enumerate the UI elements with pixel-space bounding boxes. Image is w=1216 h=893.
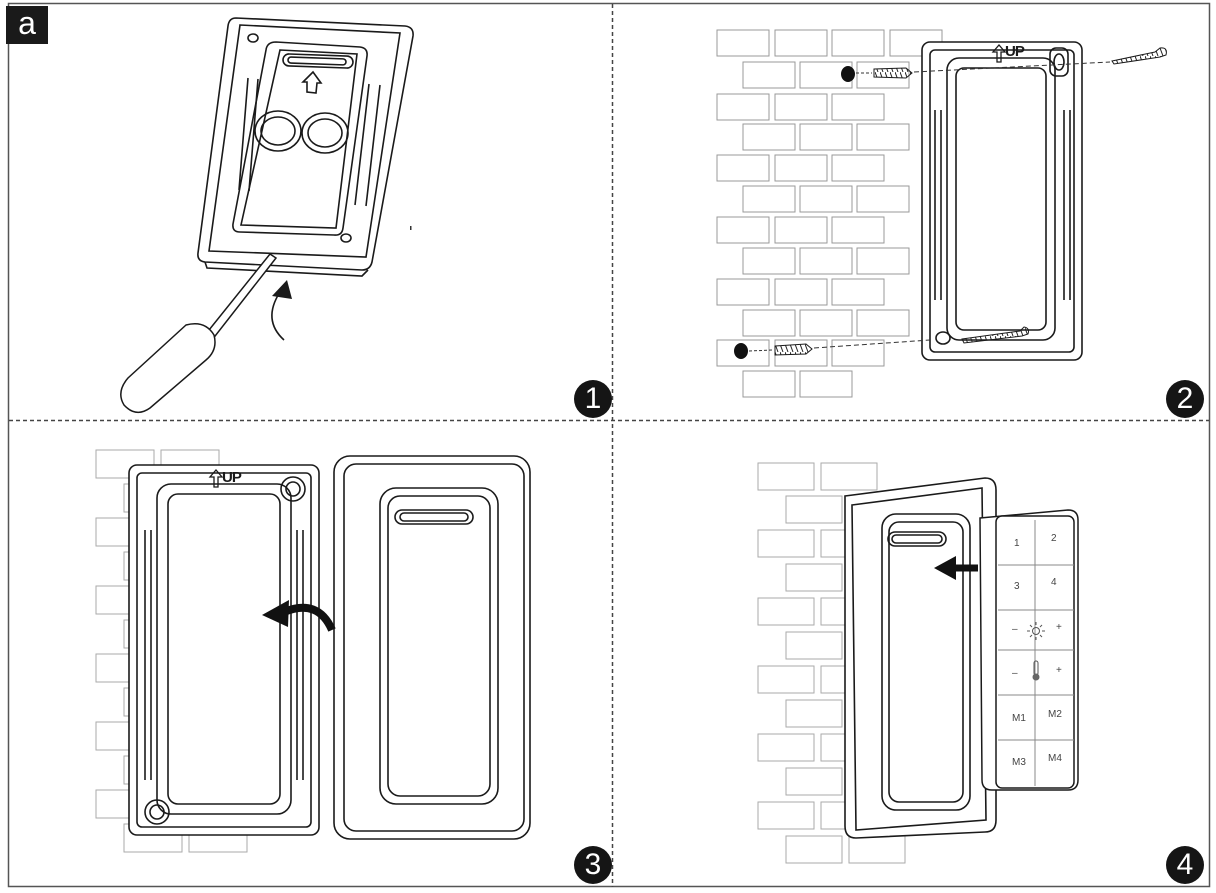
brightness-icon [1027,622,1045,640]
remote-button-1: 1 [1014,538,1020,549]
frame-installed [844,477,997,839]
backplate-mounted [921,41,1083,361]
panel-4-insert-remote [757,462,1079,864]
thermometer-icon [1032,660,1040,681]
memory-button-m2: M2 [1048,709,1062,720]
up-label-panel-2: UP [1005,43,1025,60]
screwdriver [120,252,278,414]
insert-arrow [934,556,978,580]
frame-cover [333,455,531,840]
remote-button-4: 4 [1051,577,1057,588]
step-badge-1: 1 [574,380,612,418]
bottom-fixings [734,326,1029,359]
brightness-plus-button: + [1056,622,1062,633]
brick-wall [716,29,943,398]
step-badge-2: 2 [1166,380,1204,418]
backplate-on-wall [128,464,320,836]
brightness-minus-button: – [1012,624,1018,635]
remote-button-2: 2 [1051,533,1057,544]
top-fixings [841,47,1167,82]
backplate-tilted [197,17,414,277]
memory-button-m4: M4 [1048,753,1062,764]
step-badge-3: 3 [574,846,612,884]
remote-button-3: 3 [1014,581,1020,592]
memory-button-m3: M3 [1012,757,1026,768]
attach-arrow [262,600,336,632]
temperature-plus-button: + [1056,665,1062,676]
temperature-minus-button: – [1012,668,1018,679]
panel-3-attach-frame [95,449,531,853]
figure-frame [7,2,1211,888]
up-label-panel-3: UP [222,469,242,486]
lever-arrow [271,291,285,341]
panel-label-a: a [6,6,48,44]
panel-1-remove-backplate [120,17,414,414]
panel-2-mount-backplate [716,29,1167,398]
remote-control [979,509,1079,791]
up-marker [991,44,1007,63]
step-badge-4: 4 [1166,846,1204,884]
memory-button-m1: M1 [1012,713,1026,724]
